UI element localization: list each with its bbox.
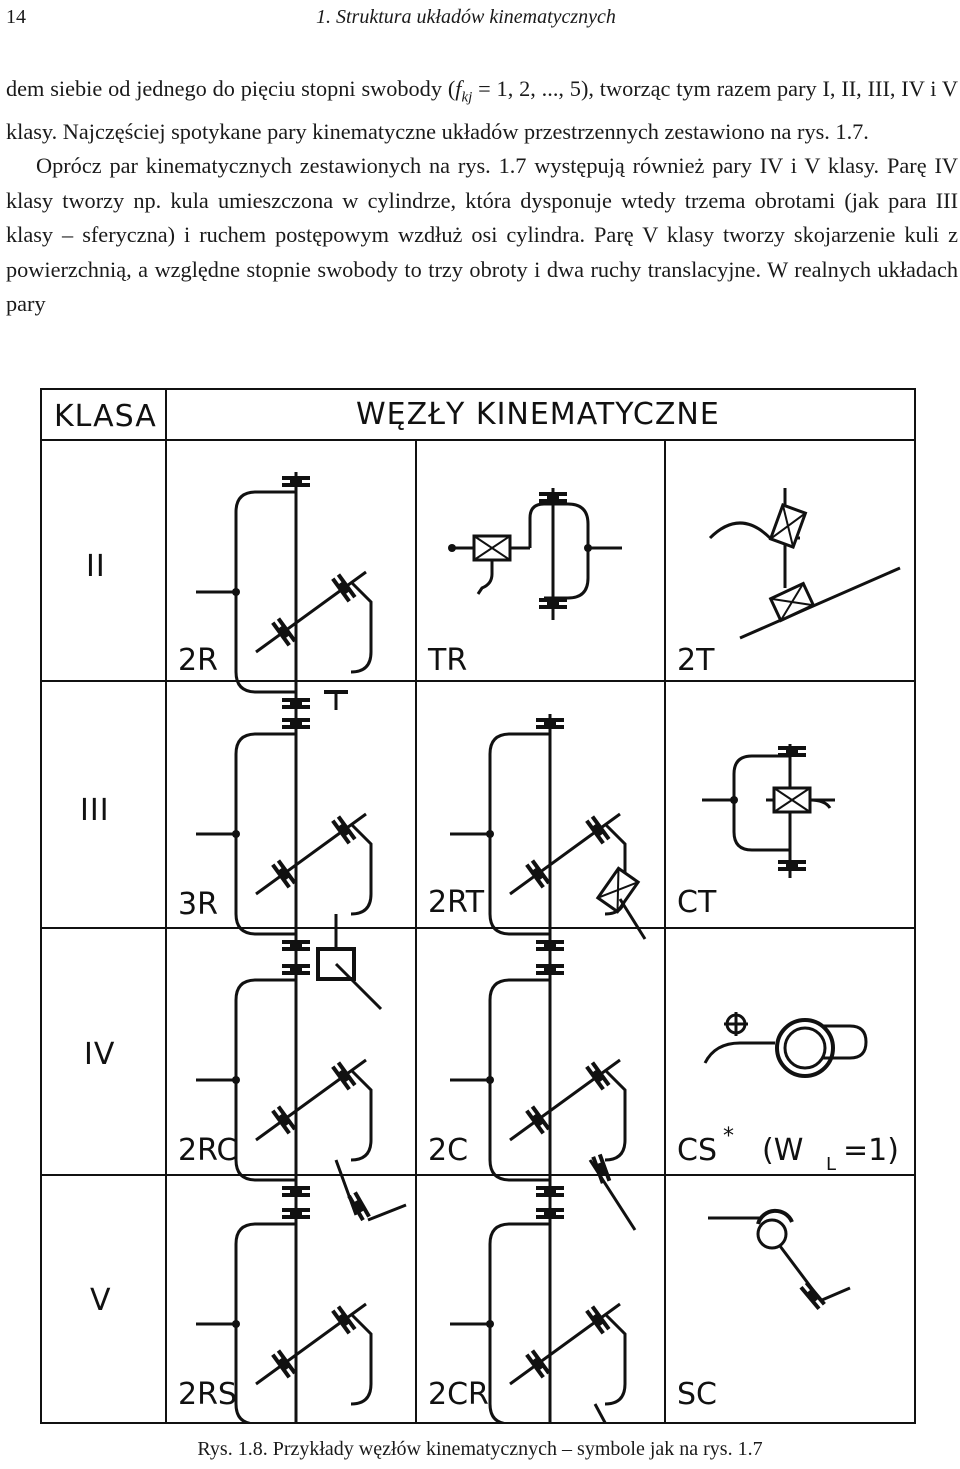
diagram-cs <box>703 1012 868 1078</box>
class-label-iii: III <box>80 793 110 828</box>
node-label-sc: SC <box>677 1377 717 1412</box>
symbol-f: f <box>455 76 462 101</box>
node-label-cs-wl: (W <box>762 1133 803 1168</box>
figure-caption: Rys. 1.8. Przykłady węzłów kinematycznyc… <box>197 1438 763 1460</box>
node-label-2rt: 2RT <box>428 885 485 920</box>
diagram-2t <box>708 488 901 640</box>
header-wezly: WĘZŁY KINEMATYCZNE <box>356 397 720 432</box>
running-title: 1. Struktura układów kinematycznych <box>316 6 616 28</box>
node-label-cs-wl-sub: L <box>826 1154 836 1175</box>
node-label-3r: 3R <box>178 887 218 922</box>
header-klasa: KLASA <box>54 399 157 434</box>
p1-text-a: dem siebie od jednego do pięciu stopni s… <box>6 76 456 101</box>
node-label-cs-group: CS * (W L =1) <box>677 1124 899 1175</box>
node-label-ct: CT <box>677 885 717 920</box>
node-label-2t: 2T <box>677 643 715 678</box>
node-label-2rs: 2RS <box>178 1377 237 1412</box>
class-label-iv: IV <box>84 1037 115 1072</box>
node-label-2cr: 2CR <box>428 1377 489 1412</box>
diagram-sc <box>708 1208 851 1311</box>
diagram-ct <box>702 744 835 878</box>
node-label-cs-wl-val: =1) <box>843 1133 899 1168</box>
p1-text-b: = 1, 2, ..., 5), tworząc tym razem pary … <box>6 76 958 144</box>
paragraph-1: dem siebie od jednego do pięciu stopni s… <box>6 72 958 149</box>
diagram-2rc <box>196 960 407 1223</box>
kinematic-nodes-figure: KLASA WĘZŁY KINEMATYCZNE II III IV V 2R … <box>40 388 916 1424</box>
class-label-v: V <box>90 1283 112 1318</box>
diagram-3r <box>196 714 383 1011</box>
symbol-f-subscript: kj <box>461 89 473 106</box>
page-header: 14 1. Struktura układów kinematycznych <box>6 6 940 32</box>
node-label-cs-star: * <box>723 1124 734 1149</box>
node-label-2r: 2R <box>178 643 218 678</box>
table-border <box>40 388 916 1424</box>
node-label-cs: CS <box>677 1133 717 1168</box>
page-number: 14 <box>6 6 26 28</box>
figure-table: KLASA WĘZŁY KINEMATYCZNE II III IV V 2R … <box>40 388 916 1424</box>
node-label-2rc: 2RC <box>178 1133 237 1168</box>
node-label-2c: 2C <box>428 1133 468 1168</box>
node-label-tr: TR <box>427 643 467 678</box>
body-text: dem siebie od jednego do pięciu stopni s… <box>6 72 958 322</box>
paragraph-2: Oprócz par kinematycznych zestawionych n… <box>6 153 958 317</box>
diagram-2c <box>450 960 637 1231</box>
diagram-tr <box>448 488 622 620</box>
diagram-2cr <box>450 1204 632 1424</box>
diagram-2rt <box>450 714 647 964</box>
class-label-ii: II <box>86 549 106 584</box>
diagram-2r <box>196 472 371 722</box>
